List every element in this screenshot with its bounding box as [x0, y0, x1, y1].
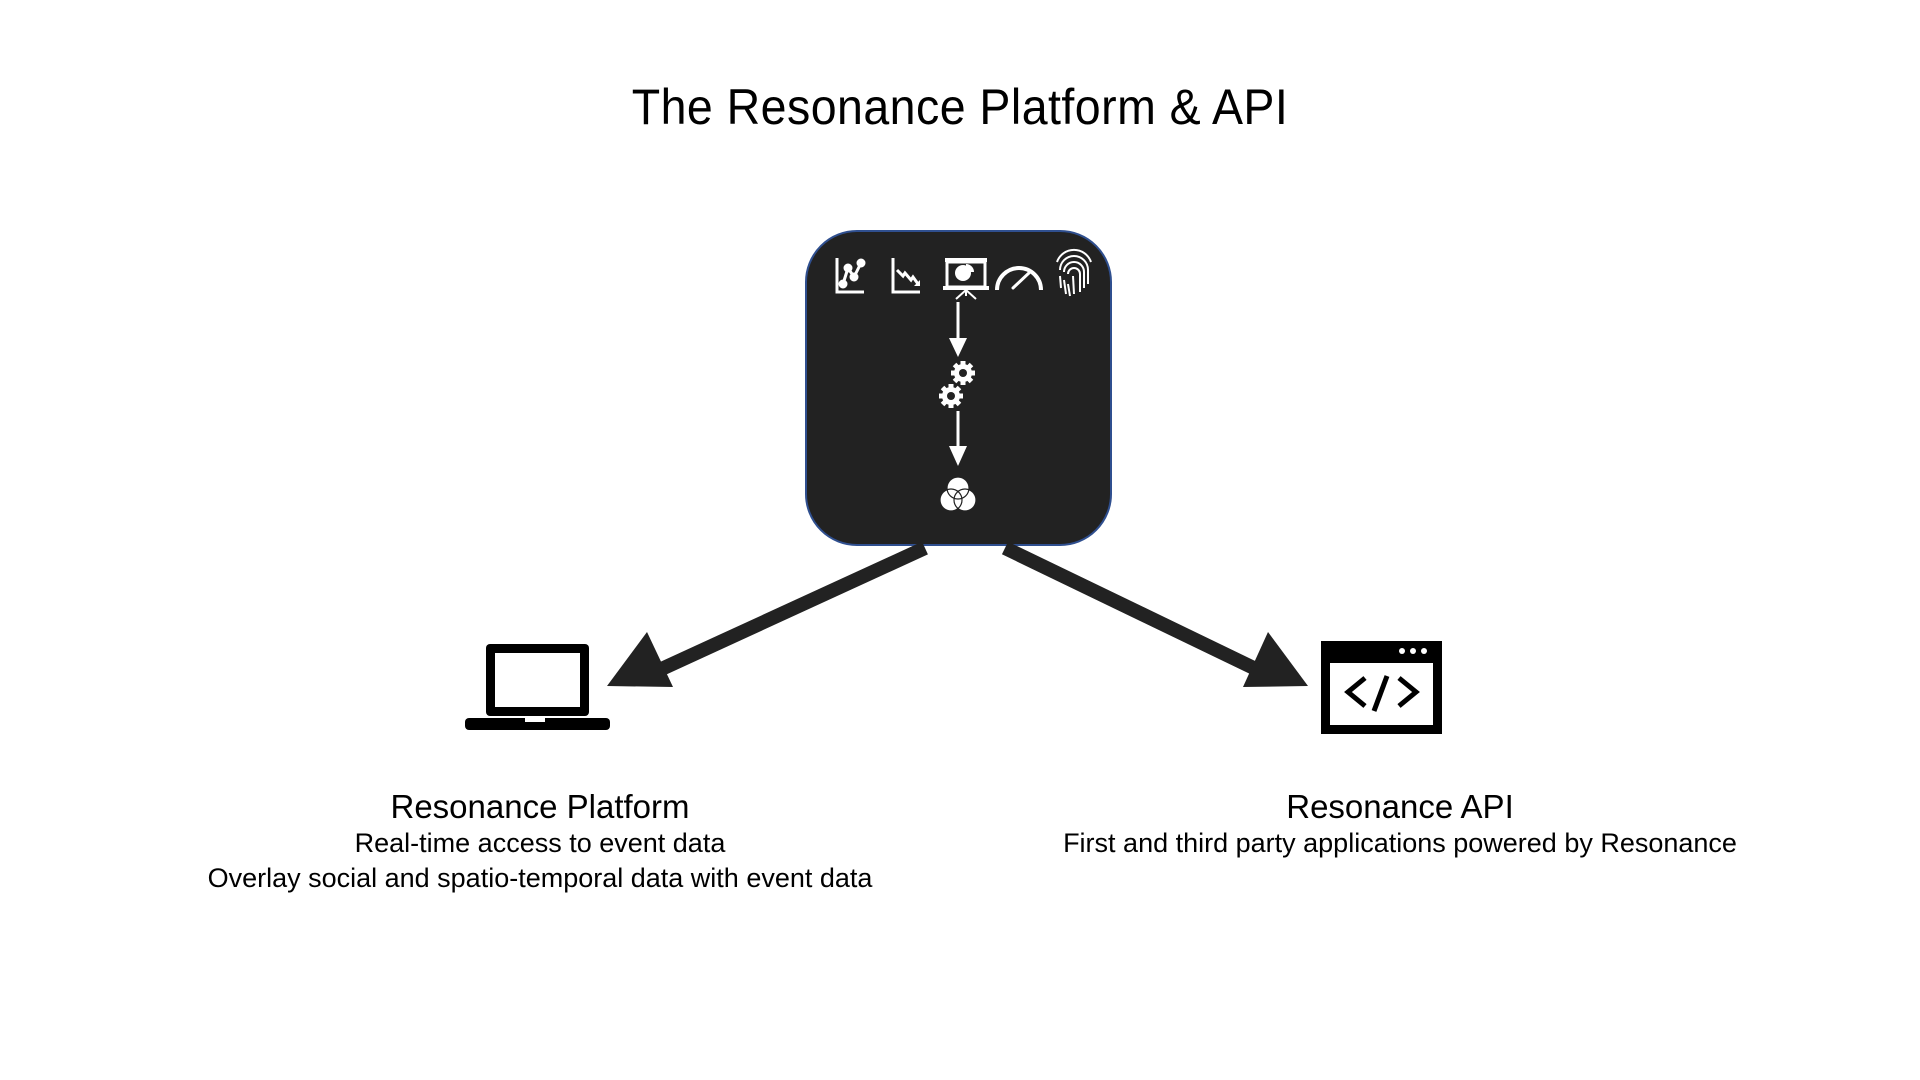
platform-caption: Resonance Platform Real-time access to e… — [140, 788, 940, 896]
platform-line-1: Real-time access to event data — [354, 828, 726, 858]
code-window-icon — [1321, 641, 1442, 734]
presentation-pie-chart-icon — [943, 258, 989, 300]
gears-icon — [939, 361, 975, 408]
line-chart-icon — [835, 258, 866, 294]
venn-overlap-icon — [939, 476, 977, 512]
laptop-icon — [465, 644, 610, 730]
arrow-to-platform — [607, 541, 928, 687]
declining-chart-icon — [891, 258, 920, 294]
api-caption: Resonance API First and third party appl… — [1000, 788, 1800, 861]
api-title: Resonance API — [1286, 788, 1514, 825]
speedometer-icon — [995, 266, 1043, 291]
platform-line-2: Overlay social and spatio-temporal data … — [207, 863, 873, 893]
flow-arrow-1 — [949, 302, 967, 357]
fingerprint-icon — [1056, 248, 1092, 297]
platform-title: Resonance Platform — [390, 788, 690, 825]
api-line-1: First and third party applications power… — [1063, 828, 1737, 858]
flow-arrow-2 — [949, 411, 967, 466]
arrow-to-api — [1001, 541, 1308, 687]
page-title: The Resonance Platform & API — [631, 79, 1289, 135]
